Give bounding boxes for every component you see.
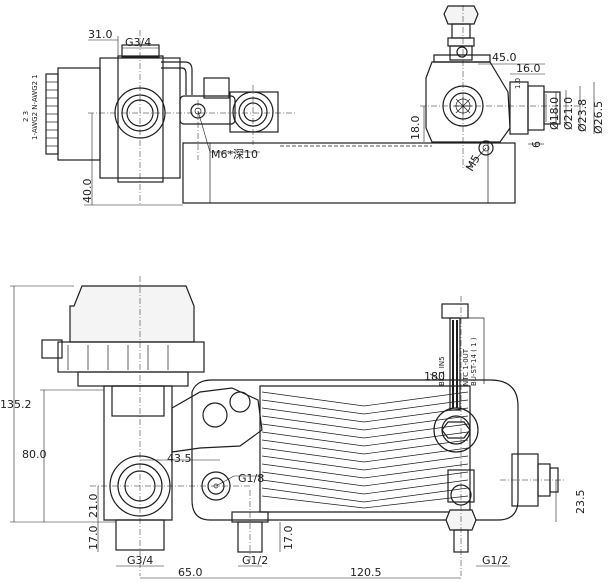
- thread-g18: G1/8: [238, 472, 264, 485]
- dim-80: 80.0: [22, 448, 47, 461]
- thread-g12-right: G1/2: [482, 554, 508, 567]
- electrical-connector: [57, 67, 101, 161]
- exchanger-chevrons: [261, 391, 469, 509]
- dim-65: 65.0: [178, 566, 203, 579]
- base-plate: [182, 142, 516, 204]
- dia-21: Ø21.0: [562, 97, 575, 130]
- dim-31: 31.0: [88, 28, 113, 41]
- dim-17-right: 17.0: [282, 526, 295, 551]
- dim-18: 18.0: [409, 116, 422, 141]
- dim-120-5: 120.5: [350, 566, 382, 579]
- top-view: 1-AWG2 N-AWG2 1 2 3 31.0 G3/4 40.0: [22, 28, 516, 206]
- temperature-sensor-housing: [433, 407, 479, 453]
- front-view: BU-ST-14 ( 1 ) NTC 1-0UT BL-1 IN5 135.2 …: [0, 276, 587, 579]
- connector-text: 1-AWG2 N-AWG2 1: [31, 74, 39, 140]
- sensor-label-1: BU-ST-14 ( 1 ): [470, 337, 478, 386]
- thread-m5: M5: [463, 153, 483, 174]
- dim-23-5: 23.5: [574, 490, 587, 515]
- dim-43-5: 43.5: [167, 452, 192, 465]
- side-view: 45.0 16.0 1.0 18.0 Ø18.0 Ø21.0 Ø23.8 Ø26…: [280, 5, 605, 174]
- connector-pins: 2 3: [22, 111, 30, 122]
- sensor-label-2: NTC 1-0UT: [462, 348, 470, 386]
- dia-23-8: Ø23.8: [576, 99, 589, 132]
- dia-18: Ø18.0: [548, 97, 561, 130]
- dim-21: 21.0: [87, 494, 100, 519]
- thread-g34-bottom: G3/4: [127, 554, 153, 567]
- pump-body: [103, 385, 173, 521]
- dim-40: 40.0: [81, 179, 94, 204]
- dim-180: 180: [424, 370, 445, 383]
- plate-heat-exchanger: [191, 379, 519, 521]
- sensor-label-3: BL-1 IN5: [438, 356, 446, 386]
- dim-16: 16.0: [516, 62, 541, 75]
- pump-connector: [41, 339, 63, 359]
- dim-135-2: 135.2: [0, 398, 32, 411]
- thread-g34-top: G3/4: [125, 36, 151, 49]
- dim-1: 1.0: [514, 78, 522, 89]
- dim-6: 6: [530, 141, 543, 148]
- sensor-plug: [441, 303, 469, 319]
- pump-motor-cap: [69, 285, 195, 343]
- dim-45: 45.0: [492, 51, 517, 64]
- valve-body: [203, 77, 230, 99]
- valve-knob: [443, 5, 479, 25]
- dia-26-5: Ø26.5: [592, 101, 605, 134]
- dim-17-left: 17.0: [87, 526, 100, 551]
- valve-block: [425, 61, 511, 143]
- bolt-spec: M6*深10: [211, 148, 258, 161]
- thread-g12-mid: G1/2: [242, 554, 268, 567]
